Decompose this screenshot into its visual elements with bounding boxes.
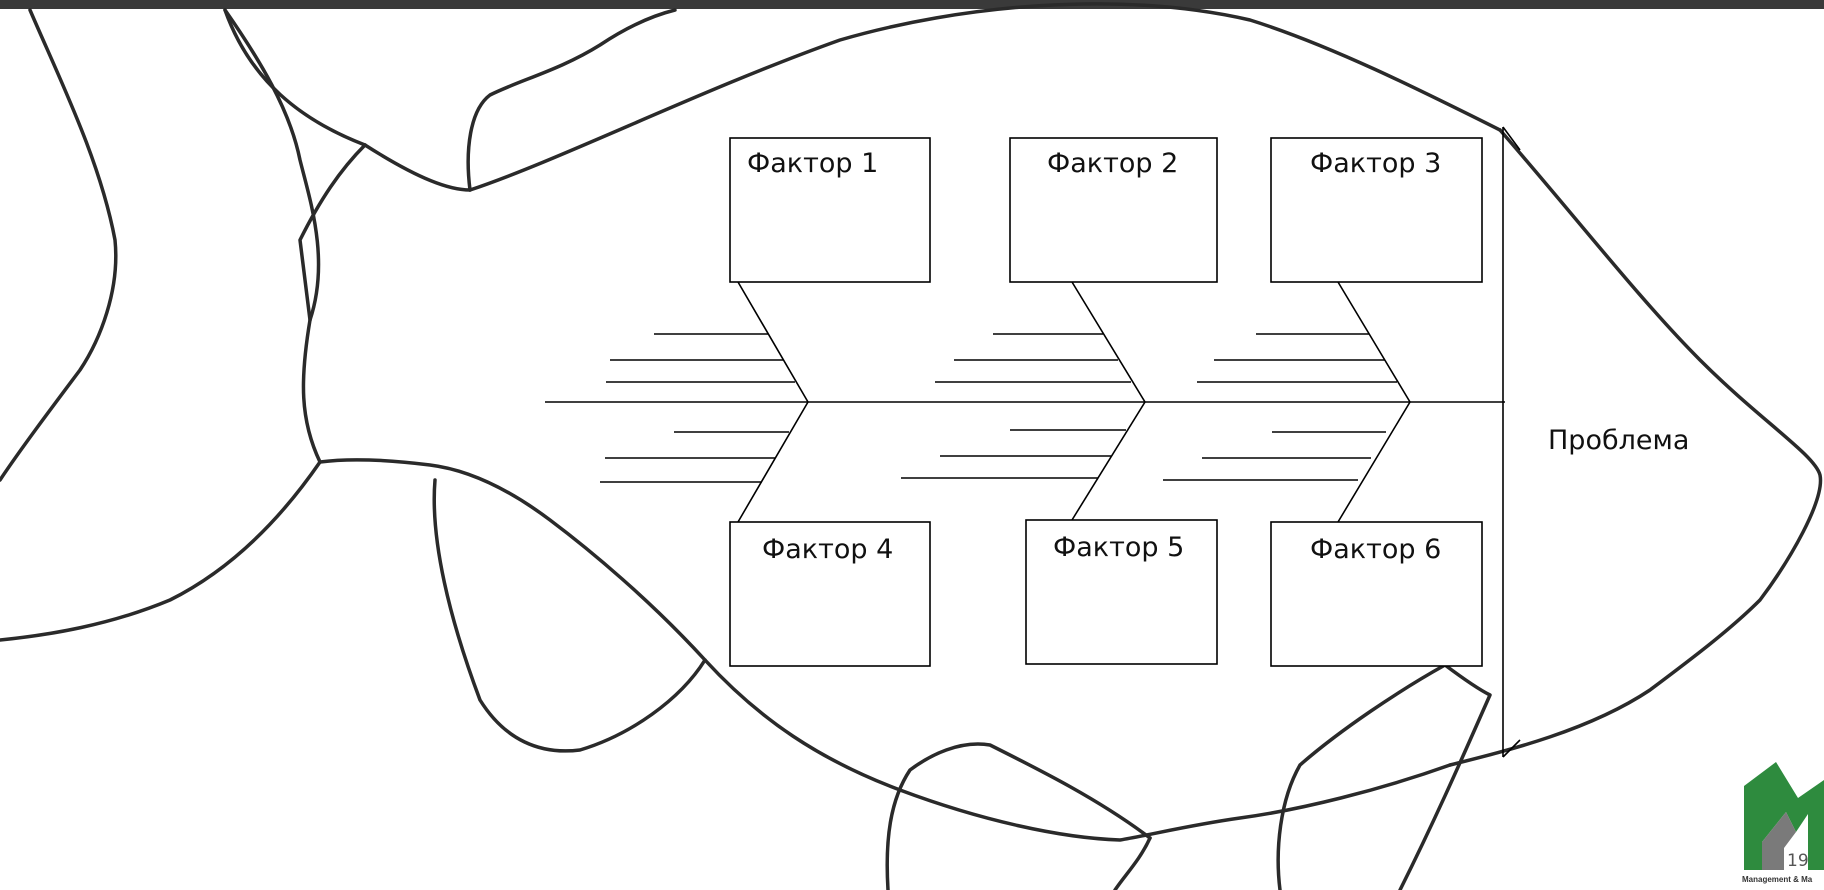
company-logo: 19 Management & Ma — [1740, 758, 1824, 890]
sub-cause-lines — [600, 334, 1397, 482]
page-number: 19 — [1787, 851, 1809, 871]
factor-label: Фактор 4 — [762, 534, 893, 565]
factor-label: Фактор 5 — [1053, 532, 1184, 563]
logo-caption: Management & Ma — [1742, 875, 1813, 884]
factor-box-5: Фактор 5 — [1026, 520, 1217, 664]
factor-box-3: Фактор 3 — [1271, 138, 1482, 282]
factor-box-2: Фактор 2 — [1010, 138, 1217, 282]
factor-box-6: Фактор 6 — [1271, 522, 1482, 666]
factor-box-1: Фактор 1 — [730, 138, 930, 282]
factor-label: Фактор 6 — [1310, 534, 1441, 565]
factor-box-4: Фактор 4 — [730, 522, 930, 666]
factor-label: Фактор 1 — [747, 148, 878, 179]
problem-label: Проблема — [1548, 425, 1689, 456]
factor-label: Фактор 2 — [1047, 148, 1178, 179]
factor-label: Фактор 3 — [1310, 148, 1441, 179]
